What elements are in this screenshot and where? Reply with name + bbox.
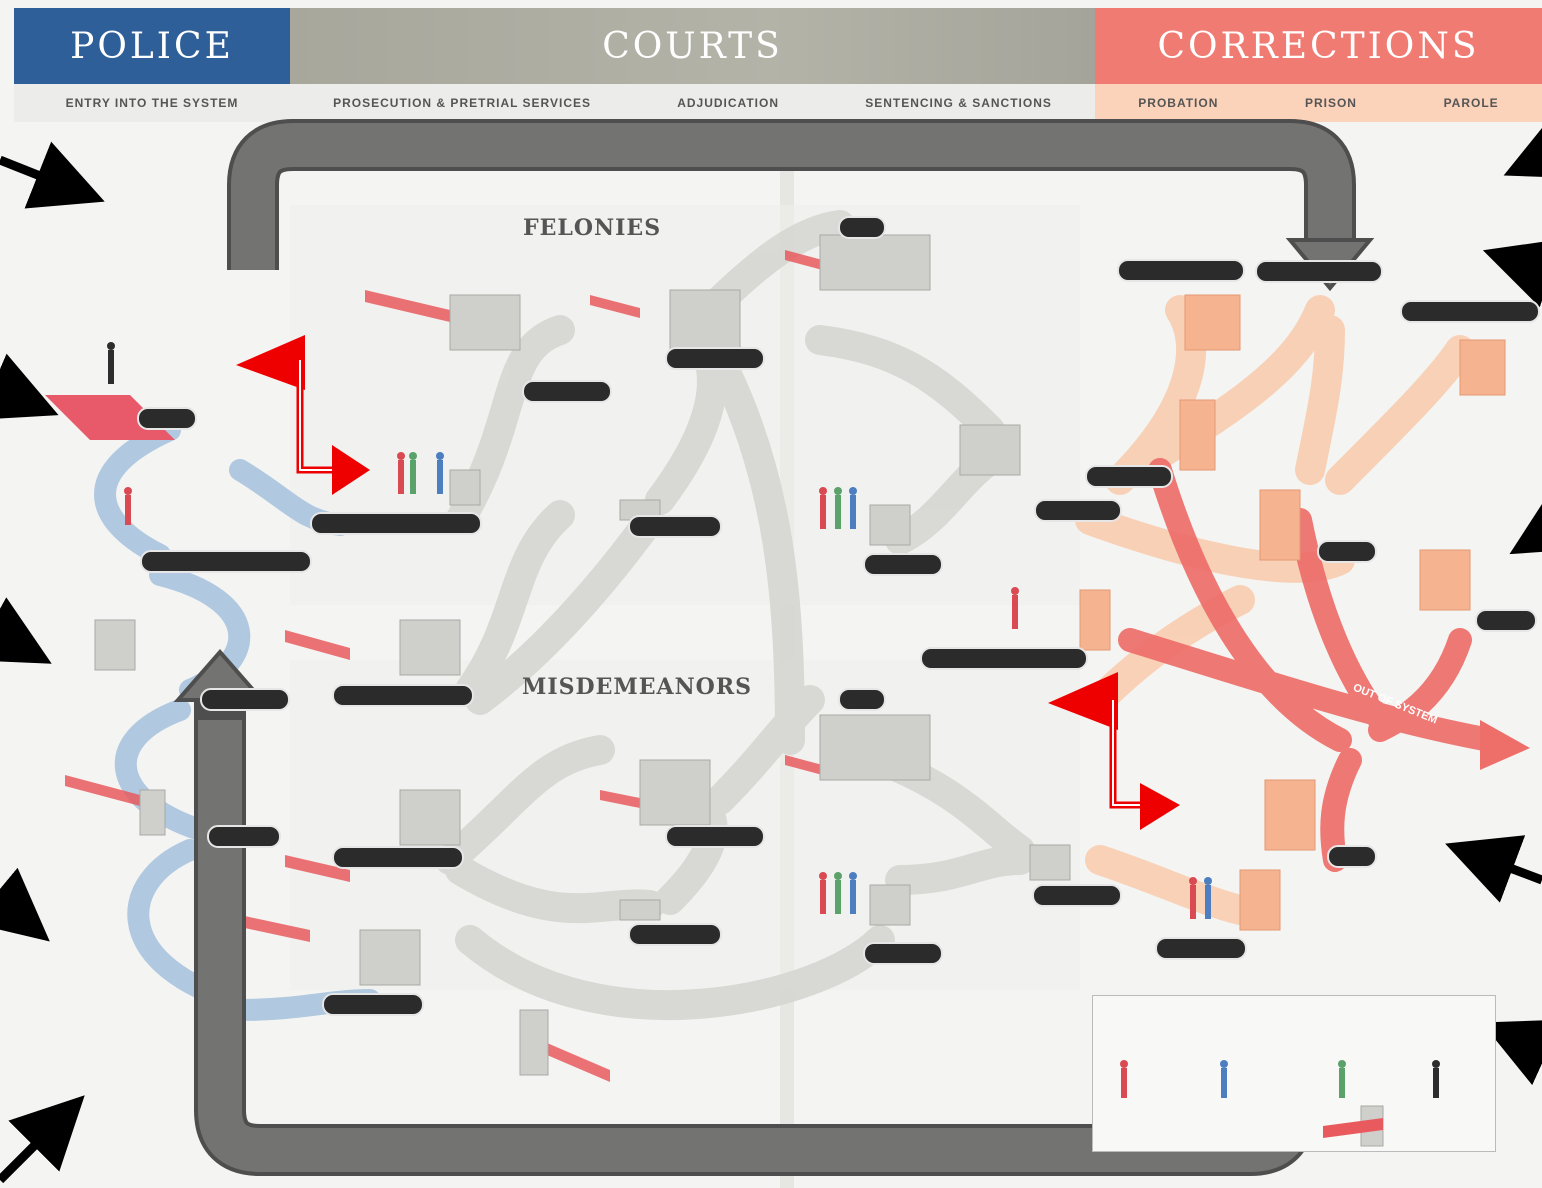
investigation-pill (200, 688, 290, 711)
police-subheader: ENTRY INTO THE SYSTEM (14, 84, 290, 122)
sentencing-felony-pill (1034, 499, 1122, 522)
arraignment-misd-pill (665, 825, 765, 848)
information-misd-pill (628, 923, 722, 946)
information-felony-pill (628, 515, 722, 538)
probation-label: PROBATION (1138, 96, 1219, 110)
initial-appearance-pill (332, 846, 464, 869)
probation-lower-pill (1155, 937, 1247, 960)
charges-filed-pill (322, 993, 424, 1016)
entry-label: ENTRY INTO THE SYSTEM (65, 96, 239, 110)
felonies-title: FELONIES (523, 215, 662, 241)
black-arrows (0, 112, 1542, 1184)
police-header: POLICE (14, 8, 290, 84)
corrections-subheader: PROBATION PRISON PAROLE (1095, 84, 1542, 122)
corrections-header: CORRECTIONS (1095, 8, 1542, 84)
arraignment-felony-pill (665, 347, 765, 370)
courts-subheader: PROSECUTION & PRETRIAL SERVICES ADJUDICA… (290, 84, 1095, 122)
figures (107, 342, 1212, 919)
station-blocks (94, 234, 1071, 1076)
pardon-clemency-pill (1400, 300, 1540, 323)
corrections-blocks (1079, 294, 1506, 931)
trial-felony-pill (838, 216, 886, 239)
crime-pill (137, 407, 197, 430)
legend-icons (1120, 1060, 1440, 1147)
prosecution-label: PROSECUTION & PRETRIAL SERVICES (333, 96, 592, 110)
preliminary-hearing-pill (332, 684, 474, 707)
intermediate-sanctions-pill (920, 647, 1088, 670)
adjudication-label: ADJUDICATION (677, 96, 779, 110)
arrest-pill (207, 825, 281, 848)
reported-crime-pill (140, 550, 312, 573)
out-of-system-arrowhead (1480, 720, 1530, 770)
parole-label: PAROLE (1443, 96, 1499, 110)
habeas-corpus-pill (1117, 259, 1245, 282)
guilty-plea-misd-pill (863, 942, 943, 965)
sentencing-misd-pill (1032, 884, 1122, 907)
courts-header: COURTS (290, 8, 1095, 84)
red-marker-lower (1048, 672, 1180, 830)
misdemeanors-title: MISDEMEANORS (522, 674, 753, 700)
exit-streaks (65, 250, 1300, 1082)
guilty-plea-felony-pill (863, 553, 943, 576)
prison-label: PRISON (1304, 96, 1357, 110)
jail-pill (1327, 845, 1377, 868)
prison-pill (1317, 540, 1377, 563)
grand-jury-pill (522, 380, 612, 403)
legend (1092, 995, 1496, 1152)
parole-pill (1475, 609, 1537, 632)
sentencing-label: SENTENCING & SANCTIONS (865, 96, 1052, 110)
probation-upper-pill (1085, 465, 1173, 488)
bail-hearing-pill (310, 512, 482, 535)
red-marker-upper (236, 335, 370, 495)
trial-misd-pill (838, 688, 886, 711)
capital-punishment-pill (1255, 260, 1383, 283)
